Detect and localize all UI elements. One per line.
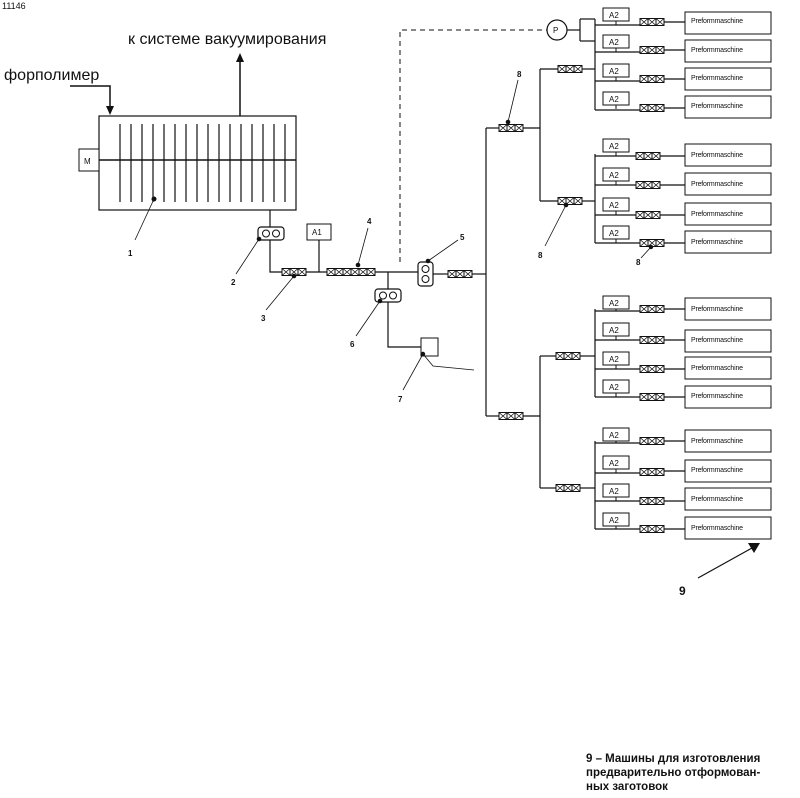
machine-label: Preformmaschine bbox=[691, 525, 743, 532]
unit-7 bbox=[421, 338, 438, 356]
svg-text:A2: A2 bbox=[609, 459, 619, 468]
gear-pump-6 bbox=[375, 289, 401, 303]
valve-after-5 bbox=[448, 271, 472, 278]
valve-lower-main bbox=[499, 413, 523, 420]
vacuum-label: к системе вакуумирования bbox=[128, 31, 326, 48]
machine-label: Preformmaschine bbox=[691, 467, 743, 474]
callout-2: 2 bbox=[231, 278, 236, 287]
svg-text:A2: A2 bbox=[609, 516, 619, 525]
machine-row-11: A2 Preformmaschine bbox=[595, 352, 771, 379]
callout-5: 5 bbox=[460, 233, 465, 242]
machine-label: Preformmaschine bbox=[691, 181, 743, 188]
callout-6: 6 bbox=[350, 340, 355, 349]
vacuum-arrow bbox=[236, 53, 244, 116]
machine-label: Preformmaschine bbox=[691, 438, 743, 445]
legend-line-2: предварительно отформован- bbox=[586, 766, 800, 780]
callout-arrow-9 bbox=[698, 543, 760, 578]
svg-text:A2: A2 bbox=[609, 299, 619, 308]
svg-text:A2: A2 bbox=[609, 11, 619, 20]
machine-row-13: A2 Preformmaschine bbox=[595, 428, 771, 452]
machine-label: Preformmaschine bbox=[691, 393, 743, 400]
analyzer-a1-label: A1 bbox=[312, 228, 322, 237]
svg-text:A2: A2 bbox=[609, 383, 619, 392]
svg-text:A2: A2 bbox=[609, 201, 619, 210]
svg-text:A2: A2 bbox=[609, 326, 619, 335]
analyzer-a1: A1 bbox=[307, 224, 331, 240]
group-valve-4 bbox=[540, 485, 595, 492]
svg-text:A2: A2 bbox=[609, 229, 619, 238]
machine-row-7: A2 Preformmaschine bbox=[595, 198, 771, 225]
machine-label: Preformmaschine bbox=[691, 152, 743, 159]
legend-line-1: 9 – Машины для изготовления bbox=[586, 752, 800, 766]
machine-row-4: A2 Preformmaschine bbox=[595, 92, 771, 118]
pressure-pump: P bbox=[547, 19, 595, 41]
callout-9: 9 bbox=[679, 584, 686, 598]
pump-label: P bbox=[553, 26, 558, 35]
prepolymer-arrow bbox=[70, 86, 114, 115]
machine-row-6: A2 Preformmaschine bbox=[595, 168, 771, 195]
svg-text:A2: A2 bbox=[609, 67, 619, 76]
machine-label: Preformmaschine bbox=[691, 239, 743, 246]
svg-text:A2: A2 bbox=[609, 431, 619, 440]
machine-label: Preformmaschine bbox=[691, 365, 743, 372]
machine-label: Preformmaschine bbox=[691, 211, 743, 218]
motor: M bbox=[79, 149, 99, 171]
group-valve-2 bbox=[540, 198, 595, 208]
svg-text:A2: A2 bbox=[609, 38, 619, 47]
callout-3: 3 bbox=[261, 314, 266, 323]
reactor-vessel bbox=[99, 116, 296, 210]
group-valve-1 bbox=[540, 66, 595, 73]
machine-label: Preformmaschine bbox=[691, 496, 743, 503]
motor-label: M bbox=[84, 157, 91, 166]
machine-row-8: A2 Preformmaschine bbox=[595, 226, 771, 258]
document-id: 11146 bbox=[2, 1, 26, 11]
machine-row-2: A2 Preformmaschine bbox=[595, 35, 771, 62]
gear-pump-2 bbox=[257, 227, 284, 241]
machine-row-5: A2 Preformmaschine bbox=[595, 139, 771, 166]
svg-text:A2: A2 bbox=[609, 171, 619, 180]
callout-7: 7 bbox=[398, 395, 403, 404]
svg-text:A2: A2 bbox=[609, 142, 619, 151]
machine-row-12: A2 Preformmaschine bbox=[595, 380, 771, 408]
machine-label: Preformmaschine bbox=[691, 75, 743, 82]
callout-8-upper: 8 bbox=[517, 70, 522, 79]
machine-row-15: A2 Preformmaschine bbox=[595, 484, 771, 510]
callout-1: 1 bbox=[128, 249, 133, 258]
machine-row-3: A2 Preformmaschine bbox=[595, 64, 771, 90]
machine-label: Preformmaschine bbox=[691, 18, 743, 25]
svg-text:A2: A2 bbox=[609, 487, 619, 496]
machine-row-1: A2 Preformmaschine bbox=[595, 8, 771, 34]
machine-row-10: A2 Preformmaschine bbox=[595, 323, 771, 352]
group-valve-3 bbox=[540, 353, 595, 360]
machine-label: Preformmaschine bbox=[691, 103, 743, 110]
callout-8-lower: 8 bbox=[636, 258, 641, 267]
prepolymer-label: форполимер bbox=[4, 67, 99, 84]
machine-row-14: A2 Preformmaschine bbox=[595, 456, 771, 482]
valve-upper-main bbox=[499, 125, 523, 132]
machine-label: Preformmaschine bbox=[691, 306, 743, 313]
svg-text:A2: A2 bbox=[609, 95, 619, 104]
valve-4a bbox=[327, 269, 351, 276]
svg-text:A2: A2 bbox=[609, 355, 619, 364]
legend-line-3: ных заготовок bbox=[586, 780, 800, 794]
machine-row-16: A2 Preformmaschine bbox=[595, 513, 771, 539]
legend-caption: 9 – Машины для изготовления предваритель… bbox=[586, 752, 800, 794]
machine-label: Preformmaschine bbox=[691, 47, 743, 54]
machine-label: Preformmaschine bbox=[691, 337, 743, 344]
callout-4: 4 bbox=[367, 217, 372, 226]
callout-8-middle: 8 bbox=[538, 251, 543, 260]
unit-5 bbox=[418, 259, 433, 286]
valve-4b bbox=[351, 269, 375, 276]
machine-row-9: A2 Preformmaschine bbox=[595, 296, 771, 320]
